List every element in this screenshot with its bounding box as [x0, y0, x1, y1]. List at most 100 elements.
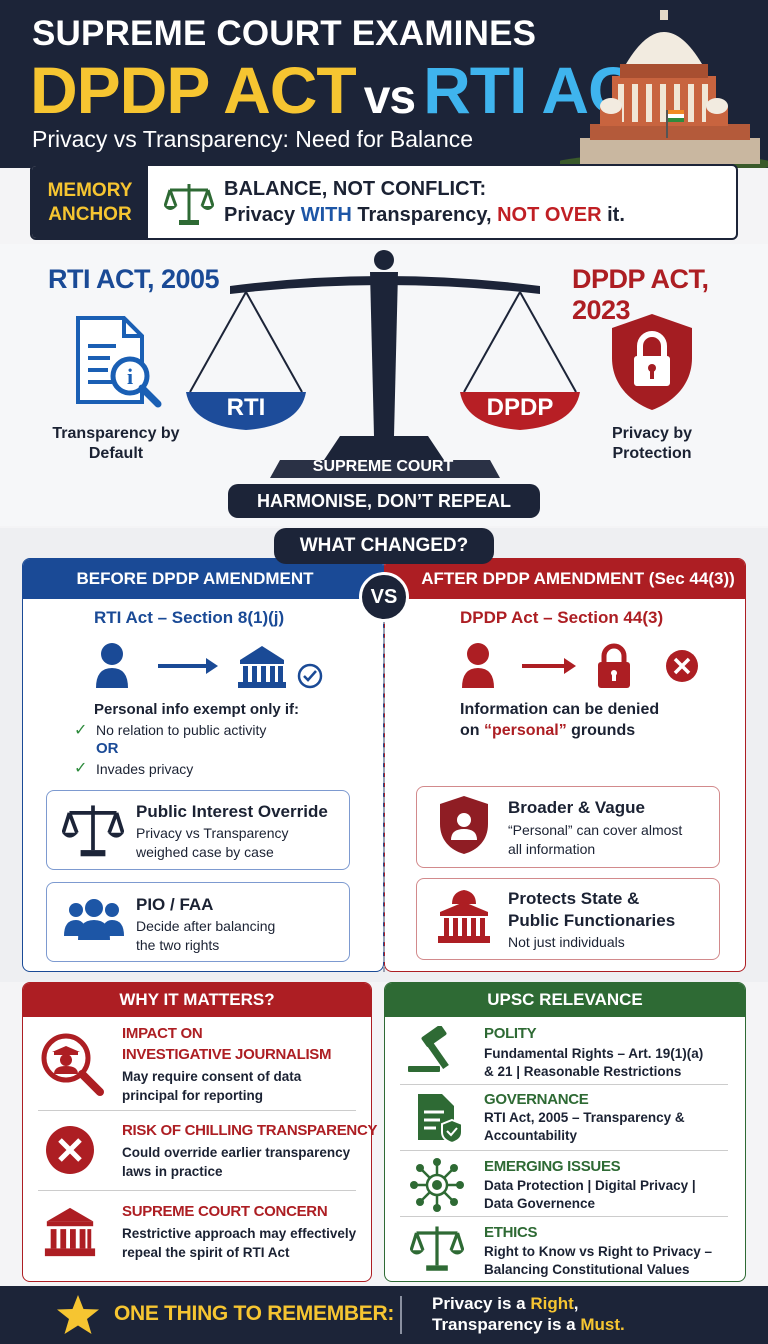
divider — [383, 598, 385, 972]
document-shield-icon — [418, 1094, 463, 1144]
shield-lock-icon — [612, 314, 692, 410]
divider — [400, 1216, 728, 1217]
upsc-item2-s1: RTI Act, 2005 – Transparency & — [484, 1110, 685, 1125]
government-building-icon — [438, 890, 490, 943]
upsc-header: UPSC RELEVANCE — [385, 983, 745, 1017]
person-to-government-icon — [96, 643, 323, 689]
upsc-item4-title: ETHICS — [484, 1224, 538, 1241]
divider — [400, 1150, 728, 1151]
why-item1-t1: IMPACT ON — [122, 1025, 203, 1042]
rti-pan-label: RTI — [226, 394, 266, 421]
svg-text:i: i — [127, 364, 133, 389]
divider — [400, 1084, 728, 1085]
public-interest-l2: weighed case by case — [136, 844, 274, 860]
upsc-item1-s2: & 21 | Reasonable Restrictions — [484, 1064, 682, 1079]
why-item2-t1: RISK OF CHILLING TRANSPARENCY — [122, 1122, 378, 1139]
why-item1-s2: principal for reporting — [122, 1088, 264, 1103]
title-dpdp: DPDP ACT — [30, 53, 357, 127]
after-section-ref: DPDP Act – Section 44(3) — [460, 608, 664, 627]
denied-line1: Information can be denied — [460, 701, 660, 718]
title-vs: vs — [363, 71, 416, 124]
upsc-item4-s2: Balancing Constitutional Values — [484, 1262, 690, 1277]
footer-label: ONE THING TO REMEMBER: — [114, 1302, 395, 1325]
why-item1-s1: May require consent of data — [122, 1069, 302, 1084]
why-item3-s1: Restrictive approach may effectively — [122, 1226, 357, 1241]
person-to-lock-icon — [462, 643, 698, 688]
why-item2-s2: laws in practice — [122, 1164, 223, 1179]
supreme-court-building-icon — [560, 10, 768, 168]
rti-act-title: RTI ACT, 2005 — [48, 264, 220, 294]
or-label: OR — [96, 740, 119, 757]
divider — [38, 1110, 356, 1111]
memory-label-1: MEMORY — [47, 180, 133, 201]
balance-scale-icon — [164, 184, 214, 225]
footer-bar: ONE THING TO REMEMBER: Privacy is a Righ… — [0, 1286, 768, 1344]
dpdp-act-title: DPDP ACT, 2023 — [572, 264, 709, 325]
supreme-court-label: SUPREME COURT — [312, 458, 454, 475]
public-interest-title: Public Interest Override — [136, 802, 328, 821]
broader-vague-title: Broader & Vague — [508, 798, 645, 817]
upsc-item2-title: GOVERNANCE — [484, 1091, 589, 1108]
upsc-item4-s1: Right to Know vs Right to Privacy – — [484, 1244, 713, 1259]
upsc-item1-s1: Fundamental Rights – Art. 19(1)(a) — [484, 1046, 704, 1061]
star-icon — [57, 1295, 99, 1334]
why-item3-s2: repeal the spirit of RTI Act — [122, 1245, 290, 1260]
harmonise-pill: HARMONISE, DON’T REPEAL — [228, 484, 540, 518]
footer-message: Privacy is a Right,Transparency is a Mus… — [432, 1294, 625, 1334]
gavel-icon — [408, 1026, 449, 1072]
header-line1: SUPREME COURT EXAMINES — [32, 14, 537, 53]
before-header: BEFORE DPDP AMENDMENT — [23, 559, 383, 599]
footer-divider — [400, 1296, 402, 1334]
memory-label-2: ANCHOR — [48, 204, 132, 225]
pio-faa-l2: the two rights — [136, 937, 220, 953]
justice-scale-graphic — [186, 250, 580, 478]
document-search-icon: i — [76, 316, 162, 408]
circuit-network-icon — [410, 1158, 464, 1212]
memory-line2: Privacy WITH Transparency, NOT OVER it. — [224, 204, 625, 226]
check-icon: ✓ — [74, 760, 88, 777]
protects-state-t2: Public Functionaries — [508, 911, 676, 930]
broader-vague-l1: “Personal” can cover almost — [508, 822, 683, 838]
after-header: AFTER DPDP AMENDMENT (Sec 44(3)) — [385, 559, 745, 599]
close-circle-icon — [46, 1126, 94, 1174]
public-interest-box — [46, 790, 350, 870]
memory-line1: BALANCE, NOT CONFLICT: — [224, 178, 487, 200]
why-item2-s1: Could override earlier transparency — [122, 1145, 351, 1160]
dpdp-pan-label: DPDP — [486, 394, 554, 421]
detective-magnifier-icon — [41, 1033, 104, 1096]
upsc-item3-s1: Data Protection | Digital Privacy | — [484, 1178, 696, 1193]
exempt-text: Personal info exempt only if: — [94, 701, 300, 718]
protects-state-l1: Not just individuals — [508, 934, 625, 950]
scale-icon — [62, 805, 124, 857]
why-item3-t1: SUPREME COURT CONCERN — [122, 1203, 328, 1220]
public-interest-l1: Privacy vs Transparency — [136, 825, 289, 841]
condition-2: Invades privacy — [96, 761, 194, 777]
why-header: WHY IT MATTERS? — [23, 983, 371, 1017]
header-subtitle: Privacy vs Transparency: Need for Balanc… — [32, 126, 474, 152]
shield-person-icon — [440, 796, 488, 854]
memory-anchor-label: MEMORY ANCHOR — [32, 166, 148, 238]
upsc-item3-s2: Data Governence — [484, 1196, 596, 1211]
upsc-item3-title: EMERGING ISSUES — [484, 1158, 621, 1175]
pio-faa-l1: Decide after balancing — [136, 918, 276, 934]
memory-anchor-box: MEMORY ANCHOR BALANCE, NOT CONFLICT: Priv… — [30, 164, 738, 240]
before-section-ref: RTI Act – Section 8(1)(j) — [94, 608, 285, 627]
why-item1-t2: INVESTIGATIVE JOURNALISM — [122, 1046, 332, 1063]
ethics-scale-icon — [410, 1226, 464, 1271]
people-group-icon — [64, 899, 124, 940]
what-changed-title: WHAT CHANGED? — [274, 528, 494, 564]
broader-vague-l2: all information — [508, 841, 596, 857]
upsc-item2-s2: Accountability — [484, 1128, 578, 1143]
courthouse-icon — [44, 1207, 96, 1257]
check-icon: ✓ — [74, 722, 88, 739]
pio-faa-title: PIO / FAA — [136, 895, 214, 914]
condition-1: No relation to public activity — [96, 722, 267, 738]
upsc-item1-title: POLITY — [484, 1025, 537, 1042]
divider — [38, 1190, 356, 1191]
protects-state-t1: Protects State & — [508, 889, 640, 908]
denied-line2: on “personal” grounds — [460, 722, 636, 739]
vs-badge: VS — [359, 572, 409, 622]
